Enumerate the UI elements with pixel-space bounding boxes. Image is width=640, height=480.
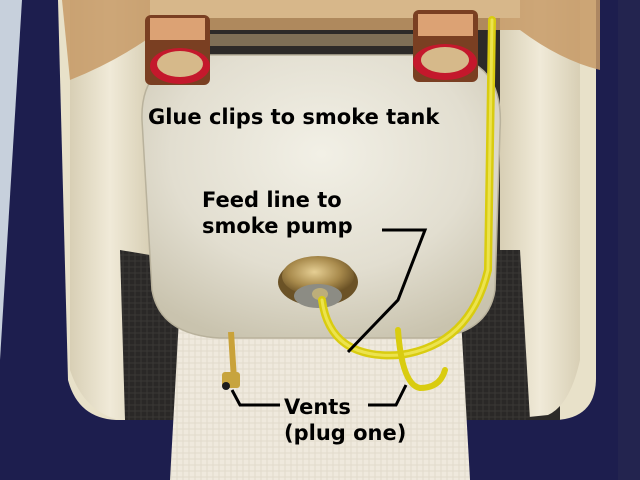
vents-caption: Vents (plug one) xyxy=(284,394,406,446)
clip-right xyxy=(413,10,478,82)
vents-caption-line-1: Vents xyxy=(284,395,351,419)
feed-line-caption-line-1: Feed line to xyxy=(202,188,342,212)
callout-lines xyxy=(230,228,428,407)
clip-left xyxy=(145,15,210,85)
glue-clips-caption: Glue clips to smoke tank xyxy=(148,105,440,129)
vents-caption-line-2: (plug one) xyxy=(284,421,407,445)
top-strip xyxy=(200,34,430,46)
feed-line-caption-line-2: smoke pump xyxy=(202,214,353,238)
fabric-floor xyxy=(170,300,470,480)
brass-filler-cap xyxy=(278,256,358,308)
feed-line-caption: Feed line to smoke pump xyxy=(202,187,353,239)
vent-tube-left xyxy=(222,331,240,390)
vent-tubing xyxy=(395,327,448,392)
